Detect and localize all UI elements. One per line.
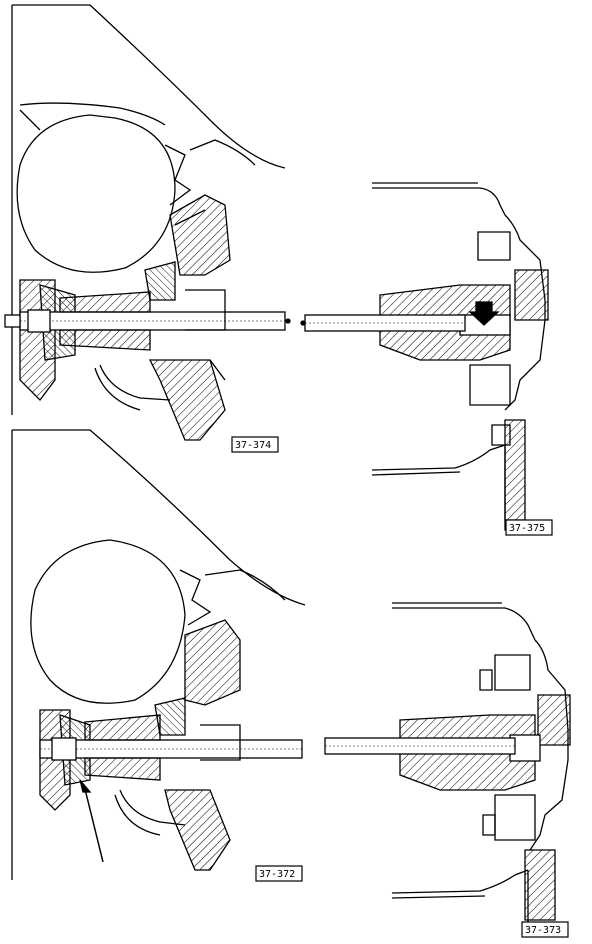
figure-lower-left (11, 429, 306, 880)
figure-upper-right (300, 182, 549, 531)
label-37-375-text: 37-375 (509, 523, 545, 534)
label-37-373: 37-373 (521, 921, 569, 938)
label-37-374-text: 37-374 (235, 440, 271, 451)
label-37-372-text: 37-372 (259, 869, 295, 880)
pointer-arrow (83, 784, 104, 863)
figure-lower-right (324, 602, 571, 931)
label-37-374: 37-374 (231, 436, 279, 453)
dark-arrow-icon (468, 301, 500, 326)
figure-upper-left (4, 4, 291, 441)
label-37-373-text: 37-373 (525, 925, 561, 936)
label-37-375: 37-375 (505, 519, 553, 536)
label-37-372: 37-372 (255, 865, 303, 882)
